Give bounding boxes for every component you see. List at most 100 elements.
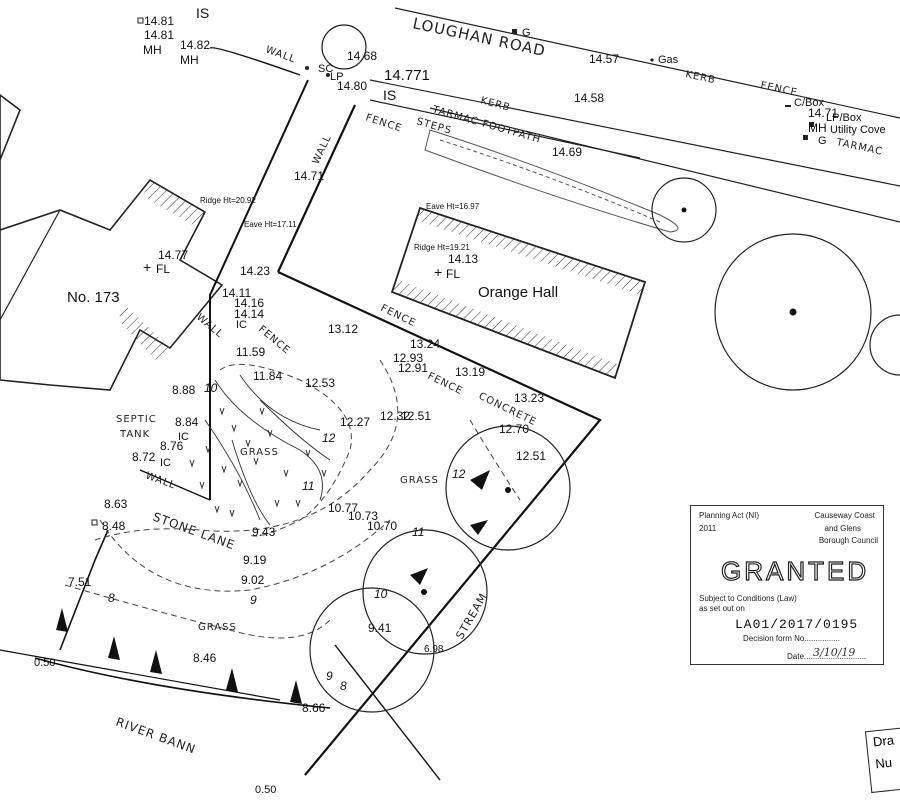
ic-label-1: IC [236,319,247,331]
level-8-48: 8.48 [102,519,126,533]
no173-label: No. 173 [67,289,120,306]
house-no173 [0,94,224,391]
level-13-19: 13.19 [455,365,485,379]
orange-hall-label: Orange Hall [478,284,558,301]
contour-12-b: 12 [452,467,466,481]
contour-values: 10 12 11 12 11 10 9 8 9 8 [108,381,466,693]
contour-11-a: 11 [302,479,314,493]
level-6-98: 6.98 [424,644,444,655]
grass-label-3: GRASS [198,622,237,633]
contour-lines [64,359,521,639]
tarmac-label-1: TARMAC [834,137,884,158]
no173-level: 14.77 [158,248,188,262]
lp-label: LP [330,71,343,83]
tree-roadside [651,177,717,243]
level-0-50-b: 0.50 [255,784,276,796]
stamp-year: 2011 [699,524,717,533]
no173-fl: FL [156,262,170,276]
mh-label-3: MH [808,121,827,135]
level-8-66: 8.66 [302,701,326,715]
grass-label-2: GRASS [400,475,439,486]
g-label-1: G [522,27,531,39]
stamp-date-value: 3/10/19 [813,646,856,659]
stamp-council-3: Borough Council [818,536,878,545]
level-14-771: 14.771 [384,67,430,84]
tank-label: TANK [119,429,150,440]
level-14-11: 14.11 [222,286,251,300]
level-14-14: 14.14 [234,307,264,321]
kerb-label-1: KERB [479,95,511,114]
septic-label: SEPTIC [116,414,157,425]
sc-label: SC [318,63,333,75]
contour-9-b: 9 [326,669,333,683]
level-9-43: 9.43 [252,525,276,539]
stamp-decision-ref: LA01/2017/0195 [735,617,859,632]
level-14-81-a: 14.81 [144,14,174,28]
footpath-steps [424,129,679,233]
level-14-57: 14.57 [589,52,619,66]
stamp-conditions-1: Subject to Conditions (Law) [699,594,797,603]
boundary-lines [0,47,602,781]
level-8-46: 8.46 [193,651,217,665]
is-label-1: IS [196,5,209,21]
contour-11-b: 11 [412,525,424,539]
stamp-council-1: Causeway Coast [814,511,875,520]
level-10-70: 10.70 [367,519,397,533]
level-13-12: 13.12 [328,322,358,336]
road-edges [369,7,900,223]
level-14-82: 14.82 [180,38,210,52]
fence-label-2: FENCE [759,80,798,99]
tree-corner [869,314,900,376]
level-9-19: 9.19 [243,553,267,567]
stamp-conditions-2: as set out on [699,604,745,613]
level-13-23: 13.23 [514,391,544,405]
tree-large [714,233,872,391]
grass-tufts [189,407,327,518]
level-14-71-road: 14.71 [808,106,838,120]
level-12-91: 12.91 [398,361,428,375]
lamp-post-circle [321,24,367,70]
contour-8-a: 8 [108,591,115,605]
level-12-32: 12.32 [380,409,410,423]
no173-fl-marker: + [143,259,151,275]
orange-hall-fl-marker: + [434,264,442,280]
level-9-41: 9.41 [368,621,392,635]
stamp-decision-label: Decision form No................ [743,634,840,643]
level-12-51: 12.51 [401,409,431,423]
ic-label-3: IC [160,457,171,469]
level-8-84: 8.84 [175,415,199,429]
wall-label-1: WALL [264,44,297,65]
stamp-council-2: and Glens [824,524,861,533]
level-11-59: 11.59 [236,345,265,359]
contour-10-a: 10 [204,381,218,395]
wall-label-2: WALL [311,133,334,166]
level-14-16: 14.16 [234,296,264,310]
fence-label-3: FENCE [379,303,418,329]
orange-hall-eave: Eave Ht=16.97 [426,202,480,211]
no173-eave: Eave Ht=17.11 [244,220,297,229]
level-14-71: 14.71 [294,169,324,183]
level-10-77: 10.77 [328,501,358,515]
level-9-02: 9.02 [241,573,265,587]
level-14-68: 14.68 [347,49,377,63]
orange-hall-level: 14.13 [448,252,478,266]
survey-markers [91,17,814,526]
drawing-number-stamp: Dra Nu [864,724,900,794]
drawing-stamp-line-1: Dra [872,732,895,750]
trees [309,24,900,713]
contour-8-b: 8 [340,679,347,693]
g-label-2: G [818,135,827,147]
level-0-50-a: 0.50 [34,657,55,669]
level-12-93: 12.93 [393,351,423,365]
planning-granted-stamp: Planning Act (NI) 2011 Causeway Coast an… [690,505,884,665]
contour-12-a: 12 [322,431,336,445]
stream-label: STREAM [453,591,490,642]
orange-hall [390,206,647,380]
level-8-88: 8.88 [172,383,196,397]
tree-stream-1 [445,425,571,551]
level-8-72: 8.72 [132,450,156,464]
level-14-80: 14.80 [337,79,367,93]
level-12-27: 12.27 [340,415,370,429]
orange-hall-fl: FL [446,267,460,281]
